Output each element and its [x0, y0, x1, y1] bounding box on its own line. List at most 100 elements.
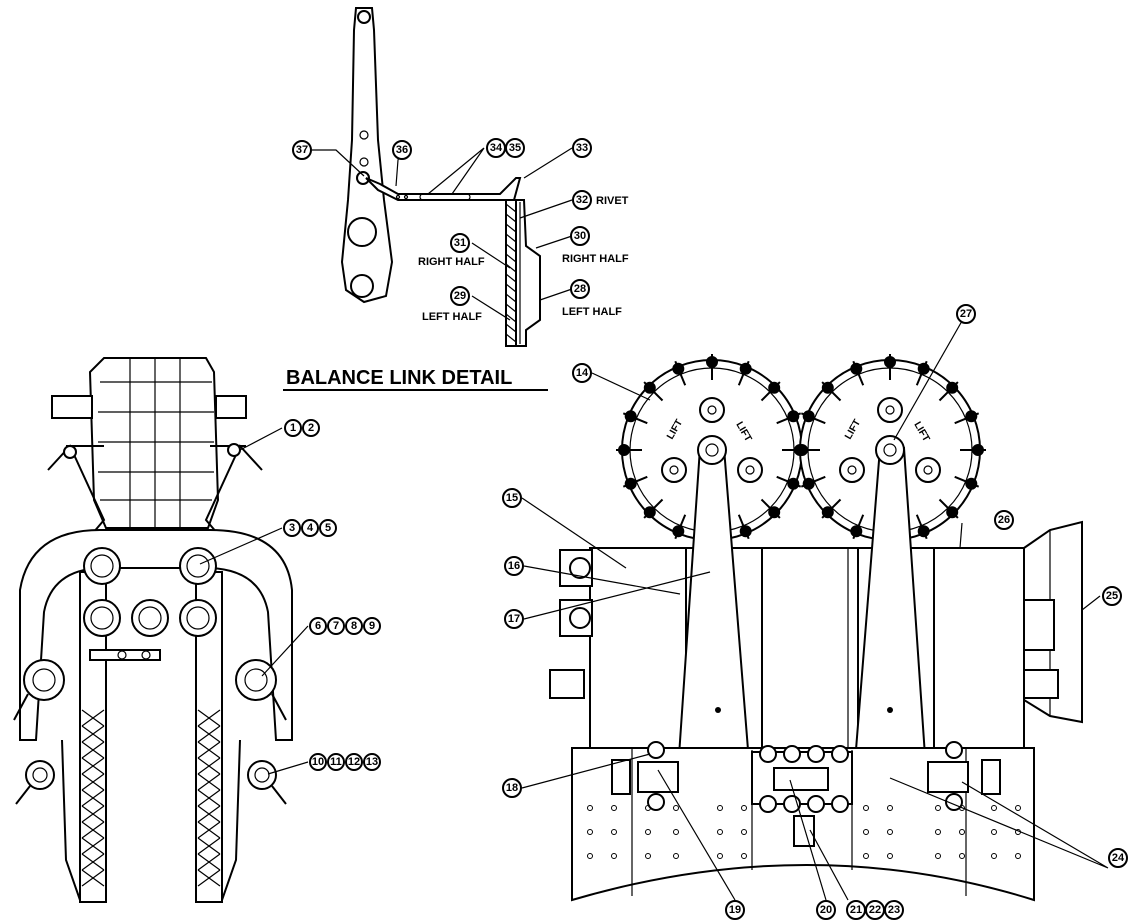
callout-9: 9 [363, 617, 381, 635]
callout-13: 13 [363, 753, 381, 771]
svg-text:27: 27 [960, 308, 972, 320]
callout-10: 10 [309, 753, 327, 771]
wheel-teeth [616, 354, 986, 546]
shoe-rivet [991, 805, 997, 811]
callout-16: 16 [504, 556, 524, 576]
callout-24: 24 [1108, 848, 1128, 868]
shoe-rivets [587, 805, 1021, 859]
svg-text:7: 7 [333, 620, 339, 632]
svg-text:14: 14 [576, 367, 589, 379]
wheel-tooth-bolt [674, 360, 687, 386]
wheel-tooth-bolt [776, 412, 802, 425]
callout-25: 25 [1102, 586, 1122, 606]
wheel-tooth-bolt [852, 360, 865, 386]
svg-text:29: 29 [454, 290, 466, 302]
front-view-leaders [521, 313, 1109, 901]
shoe-rivet [587, 829, 593, 835]
rivet-label: RIVET [596, 195, 629, 207]
callout-12: 12 [345, 753, 363, 771]
shoe-rivet [741, 829, 747, 835]
svg-text:28: 28 [574, 283, 586, 295]
shoe-rivet [587, 805, 593, 811]
shoe-rivet [887, 853, 893, 859]
shoe-rivet [863, 829, 869, 835]
shoe-rivet [717, 805, 723, 811]
shoe-rivet [611, 829, 617, 835]
wheel-tooth-bolt [821, 381, 842, 402]
callout-31: 31 [450, 233, 470, 253]
svg-text:1: 1 [290, 422, 296, 434]
callout-30: 30 [570, 226, 590, 246]
svg-text:24: 24 [1112, 852, 1125, 864]
shoe-rivet [935, 829, 941, 835]
balance-link-leaders [312, 147, 573, 321]
wheel-tooth-bolt [760, 498, 781, 519]
wheel-tooth-bolt [954, 475, 980, 488]
callout-3: 3 [283, 519, 301, 537]
callout-21: 21 [846, 900, 866, 920]
shoe-rivet [959, 853, 965, 859]
shoe-rivet [673, 805, 679, 811]
svg-text:36: 36 [396, 144, 408, 156]
shoe-rivet [887, 805, 893, 811]
shoe-rivet [935, 805, 941, 811]
callout-1: 1 [284, 419, 302, 437]
wheel-tooth-bolt [800, 475, 826, 488]
callout-26: 26 [994, 510, 1014, 530]
balance-link-detail [340, 7, 541, 347]
shoe-rivet [991, 829, 997, 835]
shoe-rivet [935, 853, 941, 859]
wheel-tooth-bolt [776, 475, 802, 488]
shoe-rivet [673, 853, 679, 859]
shoe-rivet [717, 829, 723, 835]
svg-text:4: 4 [307, 522, 314, 534]
svg-text:26: 26 [998, 514, 1010, 526]
wheel-tooth-bolt [938, 381, 959, 402]
svg-text:21: 21 [850, 904, 862, 916]
svg-text:31: 31 [454, 237, 466, 249]
wheel-tooth-bolt [915, 360, 928, 386]
callout-14: 14 [572, 363, 592, 383]
callout-33: 33 [572, 138, 592, 158]
callout-35: 35 [505, 138, 525, 158]
front-view-assembly: LIFT LIFT LIFT LIFT [549, 354, 1083, 902]
callout-5: 5 [319, 519, 337, 537]
svg-text:20: 20 [820, 904, 832, 916]
callout-17: 17 [504, 609, 524, 629]
wheel-tooth-bolt [800, 412, 826, 425]
wheel-tooth-bolt [643, 498, 664, 519]
shoe-rivet [741, 853, 747, 859]
shoe-rivet [991, 853, 997, 859]
svg-text:5: 5 [325, 522, 331, 534]
left-half-label-28: LEFT HALF [562, 306, 622, 318]
callout-11: 11 [327, 753, 345, 771]
wheel-tooth-bolt [737, 514, 750, 540]
wheel-tooth-bolt [954, 412, 980, 425]
callout-6: 6 [309, 617, 327, 635]
wheel-tooth-bolt [674, 514, 687, 540]
wheel-tooth-bolt [622, 475, 648, 488]
svg-text:6: 6 [315, 620, 321, 632]
svg-text:3: 3 [289, 522, 295, 534]
svg-text:30: 30 [574, 230, 586, 242]
svg-text:10: 10 [312, 756, 324, 768]
callout-27: 27 [956, 304, 976, 324]
shoe-rivet [673, 829, 679, 835]
wheel-tooth-bolt [622, 412, 648, 425]
svg-text:13: 13 [366, 756, 378, 768]
wheel-tooth-bolt [737, 360, 750, 386]
svg-text:2: 2 [308, 422, 314, 434]
svg-text:15: 15 [506, 492, 518, 504]
shoe-rivet [611, 853, 617, 859]
svg-text:17: 17 [508, 613, 520, 625]
callout-18: 18 [502, 778, 522, 798]
svg-text:37: 37 [296, 144, 308, 156]
callout-7: 7 [327, 617, 345, 635]
svg-text:22: 22 [869, 904, 881, 916]
callout-22: 22 [865, 900, 885, 920]
shoe-rivet [645, 853, 651, 859]
svg-text:35: 35 [509, 142, 521, 154]
right-half-label-30: RIGHT HALF [562, 253, 629, 265]
svg-text:34: 34 [490, 142, 503, 154]
